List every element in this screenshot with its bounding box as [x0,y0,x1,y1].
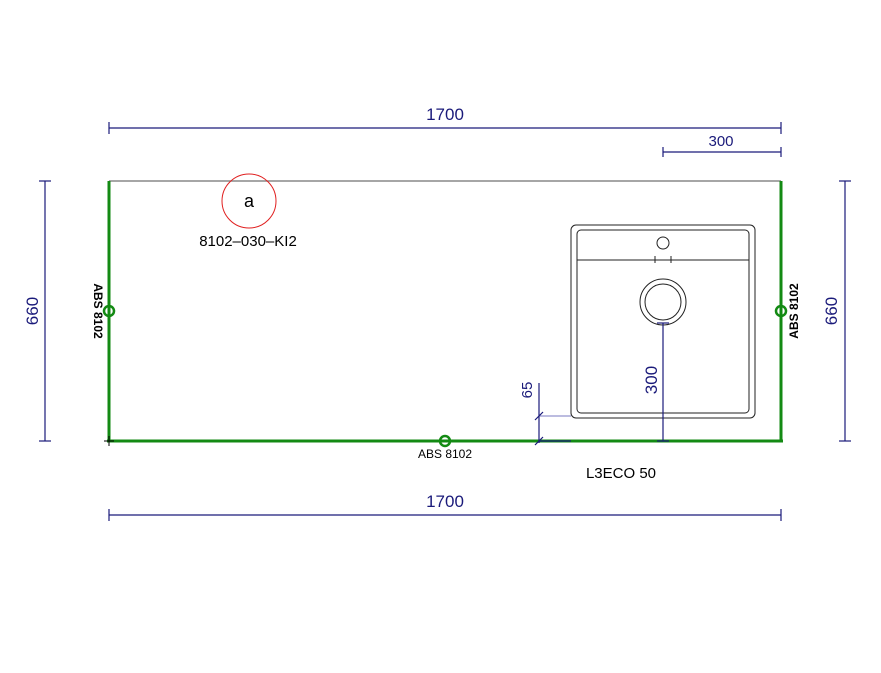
material-label: 8102–030–KI2 [199,233,297,250]
dim-sink-center: 300 [642,322,669,442]
dim-bottom-width: 1700 [108,492,782,521]
dim-top-offset: 300 [662,133,782,157]
dim-top-width-label: 1700 [426,105,464,124]
edge-marker-bottom[interactable] [438,434,452,448]
dim-left-depth: 660 [23,180,51,442]
drain-inner-icon [644,283,682,321]
marker-circle[interactable] [221,173,277,229]
origin-cross-icon [104,436,114,446]
dim-right-depth: 660 [822,180,851,442]
drain-outer-icon [639,278,687,326]
tap-hole-icon [656,236,670,250]
dim-bottom-width-label: 1700 [426,492,464,511]
dim-sink-front: 65 [519,382,571,446]
dim-left-depth-label: 660 [23,297,42,325]
edge-left-label: ABS 8102 [91,283,105,339]
sink-model-label: L3ECO 50 [586,465,656,482]
marker-label: a [244,191,255,211]
dim-top-width: 1700 [108,105,782,134]
edge-marker-left[interactable] [102,304,116,318]
edge-bottom-label: ABS 8102 [418,447,472,461]
dim-sink-center-label: 300 [642,366,661,394]
dim-top-offset-label: 300 [708,133,733,150]
edge-right-label: ABS 8102 [787,283,801,339]
dim-sink-front-label: 65 [519,382,536,399]
edge-marker-right[interactable] [774,304,788,318]
dim-right-depth-label: 660 [822,297,841,325]
